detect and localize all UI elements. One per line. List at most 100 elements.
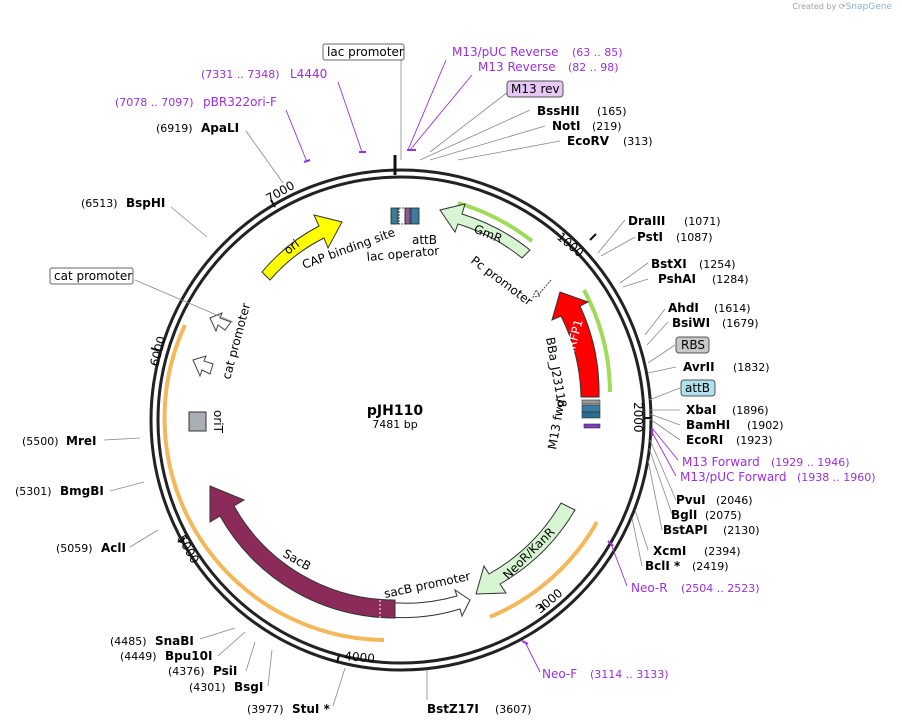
enzyme-bsshii-name: BssHII: [537, 104, 579, 118]
enzyme-stui-name: StuI *: [292, 702, 331, 716]
primer-m13puc-forward[interactable]: M13/pUC Forward (1938 .. 1960): [680, 470, 876, 484]
enzyme-bsshii-pos: (165): [597, 105, 627, 118]
enzyme-avrii-name: AvrII: [683, 360, 715, 374]
enzyme-mrei-name: MreI: [66, 434, 96, 448]
enzyme-bcli-name: BclI *: [645, 559, 681, 573]
enzyme-draiii[interactable]: DraIII (1071): [628, 214, 721, 228]
rbs-callout[interactable]: RBS: [675, 336, 710, 354]
primer-pbr322ori-f[interactable]: (7078 .. 7097) pBR322ori-F: [115, 95, 277, 109]
enzyme-xbai[interactable]: XbaI (1896): [686, 403, 769, 417]
enzyme-bstz17i-pos: (3607): [495, 703, 532, 716]
enzyme-pshai[interactable]: PshAI (1284): [658, 272, 749, 286]
mrfp1-feature[interactable]: mRFP1: [551, 289, 612, 398]
primer-l4440-pos: (7331 .. 7348): [201, 68, 280, 81]
gmr-feature[interactable]: GmR: [439, 201, 534, 259]
enzyme-apali-pos: (6919): [156, 122, 193, 135]
primer-pbr322ori-f-name: pBR322ori-F: [203, 95, 277, 109]
ori-feature[interactable]: ori: [261, 214, 343, 281]
primer-m13-forward-name: M13 Forward: [682, 455, 760, 469]
enzyme-acli[interactable]: (5059) AclI: [56, 541, 126, 555]
enzyme-bcli-pos: (2419): [692, 560, 729, 573]
neor-feature[interactable]: NeoR/KanR: [475, 502, 576, 595]
enzyme-bsiwi[interactable]: BsiWI (1679): [672, 316, 759, 330]
enzyme-snabi[interactable]: (4485) SnaBI: [110, 634, 194, 648]
enzyme-snabi-pos: (4485): [110, 635, 147, 648]
enzyme-bstz17i[interactable]: BstZ17I (3607): [427, 702, 532, 716]
primer-neo-r[interactable]: Neo-R (2504 .. 2523): [631, 581, 760, 595]
enzyme-stui[interactable]: (3977) StuI *: [247, 702, 331, 716]
enzyme-snabi-name: SnaBI: [155, 634, 194, 648]
primer-pbr322ori-f-pos: (7078 .. 7097): [115, 96, 194, 109]
primer-m13-reverse-pos: (82 .. 98): [568, 61, 619, 74]
enzyme-bgli[interactable]: BglI (2075): [671, 508, 742, 522]
cat-promoter-label: cat promoter: [54, 269, 132, 283]
primer-l4440-name: L4440: [290, 67, 327, 81]
enzyme-pvui-name: PvuI: [676, 493, 706, 507]
enzyme-acli-name: AclI: [101, 541, 126, 555]
enzyme-bstapi-pos: (2130): [723, 524, 760, 537]
m13-rev-callout[interactable]: M13 rev: [429, 80, 564, 153]
primer-m13-reverse[interactable]: M13 Reverse (82 .. 98): [478, 60, 619, 74]
enzyme-pvui[interactable]: PvuI (2046): [676, 493, 753, 507]
primer-m13puc-reverse[interactable]: M13/pUC Reverse (63 .. 85): [452, 45, 623, 59]
enzyme-bmgbi[interactable]: (5301) BmgBI: [15, 484, 104, 498]
pc-promoter-feature[interactable]: Pc promoter: [468, 253, 552, 309]
enzyme-ecori-pos: (1923): [736, 434, 773, 447]
enzyme-xcmi[interactable]: XcmI (2394): [653, 544, 741, 558]
enzyme-bcli[interactable]: BclI * (2419): [645, 559, 729, 573]
orit-feature[interactable]: oriT: [188, 410, 225, 434]
enzyme-avrii[interactable]: AvrII (1832): [683, 360, 770, 374]
snapgene-logo-icon: ⟳: [838, 2, 846, 11]
enzyme-bsshii[interactable]: BssHII (165): [537, 104, 627, 118]
sacb-promoter-feature[interactable]: sacB promoter: [383, 569, 472, 619]
attb-callout[interactable]: attB: [680, 379, 716, 397]
enzyme-psti[interactable]: PstI (1087): [637, 230, 713, 244]
primer-marks: [303, 149, 653, 645]
enzyme-stui-pos: (3977): [247, 703, 284, 716]
enzyme-pshai-name: PshAI: [658, 272, 696, 286]
cat-promoter-feature[interactable]: cat promoter: [192, 302, 253, 381]
primer-l4440[interactable]: (7331 .. 7348) L4440: [201, 67, 327, 81]
enzyme-mrei[interactable]: (5500) MreI: [22, 434, 96, 448]
plasmid-name: pJH110: [367, 403, 423, 419]
enzyme-bpu10i[interactable]: (4449) Bpu10I: [120, 649, 212, 663]
primer-neo-f[interactable]: Neo-F (3114 .. 3133): [542, 667, 669, 681]
cat-promoter-inner-label: cat promoter: [219, 302, 253, 381]
neor-label: NeoR/KanR: [500, 525, 557, 582]
enzyme-bamhi[interactable]: BamHI (1902): [686, 418, 784, 432]
enzyme-psii[interactable]: (4376) PsiI: [168, 664, 237, 678]
primer-m13puc-forward-name: M13/pUC Forward: [680, 470, 787, 484]
enzyme-bpu10i-pos: (4449): [120, 650, 157, 663]
enzyme-psii-pos: (4376): [168, 665, 205, 678]
enzyme-noti-pos: (219): [592, 120, 622, 133]
primer-neo-r-name: Neo-R: [631, 581, 668, 595]
enzyme-bsgi[interactable]: (4301) BsgI: [189, 680, 263, 694]
lac-operator-label: lac operator: [366, 244, 440, 264]
pc-promoter-label: Pc promoter: [468, 253, 535, 308]
enzyme-ecori-name: EcoRI: [686, 433, 723, 447]
primer-m13-forward[interactable]: M13 Forward (1929 .. 1946): [682, 455, 850, 469]
enzyme-ahdi-name: AhdI: [668, 301, 699, 315]
enzyme-bstapi[interactable]: BstAPI (2130): [663, 523, 760, 537]
enzyme-xbai-name: XbaI: [686, 403, 716, 417]
enzyme-bmgbi-name: BmgBI: [60, 484, 104, 498]
enzyme-mrei-pos: (5500): [22, 435, 59, 448]
enzyme-ahdi[interactable]: AhdI (1614): [668, 301, 751, 315]
enzyme-bsphi[interactable]: (6513) BspHI: [81, 196, 165, 210]
enzyme-bstz17i-name: BstZ17I: [427, 702, 479, 716]
enzyme-ecorv[interactable]: EcoRV (313): [567, 134, 653, 148]
enzyme-draiii-name: DraIII: [628, 214, 665, 228]
enzyme-xcmi-name: XcmI: [653, 544, 686, 558]
left-leader-lines: [103, 130, 428, 707]
enzyme-bstxi[interactable]: BstXI (1254): [651, 257, 736, 271]
enzyme-apali-name: ApaLI: [201, 121, 239, 135]
lac-promoter-callout[interactable]: lac promoter: [322, 43, 405, 160]
enzyme-ecori[interactable]: EcoRI (1923): [686, 433, 773, 447]
enzyme-psti-name: PstI: [637, 230, 663, 244]
cat-promoter-callout[interactable]: cat promoter: [49, 267, 134, 285]
enzyme-noti[interactable]: NotI (219): [552, 119, 622, 133]
orit-label: oriT: [211, 410, 225, 434]
enzyme-apali[interactable]: (6919) ApaLI: [156, 121, 239, 135]
orange-highlight-right: [489, 521, 599, 619]
